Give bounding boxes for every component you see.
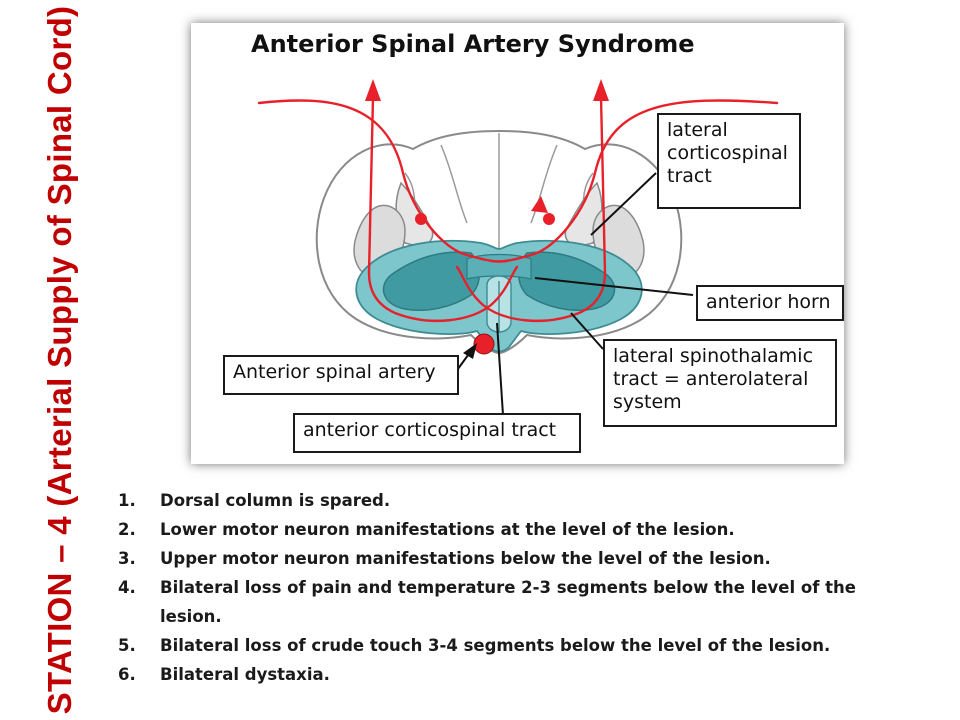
arrowhead-right-tract — [531, 196, 548, 213]
label-line: Anterior spinal artery — [233, 361, 436, 383]
diagram-figure: Anterior Spinal Artery Syndrome lateral … — [191, 23, 844, 464]
list-item: 1. Dorsal column is spared. — [118, 486, 908, 515]
label-anterior-horn: anterior horn — [696, 285, 844, 321]
item-text: Bilateral dystaxia. — [160, 665, 330, 684]
spinal-cord-diagram — [257, 79, 779, 416]
label-line: system — [613, 391, 682, 413]
station-title: STATION – 4 (Arterial Supply of Spinal C… — [41, 5, 78, 715]
item-number: 2. — [118, 520, 136, 539]
list-item: 4. Bilateral loss of pain and temperature… — [118, 573, 908, 631]
neuron-left — [415, 213, 427, 225]
item-number: 3. — [118, 549, 136, 568]
list-item: 5. Bilateral loss of crude touch 3-4 segm… — [118, 631, 908, 660]
list-item: 3. Upper motor neuron manifestations belo… — [118, 544, 908, 573]
item-number: 6. — [118, 665, 136, 684]
label-line: lateral spinothalamic — [613, 345, 814, 367]
neuron-right — [543, 213, 555, 225]
label-line: tract — [667, 165, 712, 187]
anterior-spinal-artery-dot — [473, 333, 495, 355]
item-text: Dorsal column is spared. — [160, 491, 391, 510]
artery-pointer-arrowhead — [463, 343, 477, 359]
corticospinal-pathways — [257, 95, 779, 323]
item-text: Lower motor neuron manifestations at the… — [160, 520, 735, 539]
list-item: 6. Bilateral dystaxia. — [118, 660, 908, 689]
label-line: tract = anterolateral — [613, 368, 809, 390]
arrowhead-up-left — [365, 79, 381, 101]
findings-list: 1. Dorsal column is spared. 2. Lower motor… — [118, 486, 908, 689]
label-pointers — [496, 172, 694, 416]
label-lateral-spinothalamic-tract: lateral spinothalamic tract = anterolate… — [603, 339, 837, 427]
label-line: lateral — [667, 119, 728, 141]
item-text: Upper motor neuron manifestations below … — [160, 549, 771, 568]
item-number: 4. — [118, 578, 136, 597]
label-line: anterior corticospinal tract — [303, 419, 557, 441]
anterior-horn-left — [382, 251, 480, 311]
list-item: 2. Lower motor neuron manifestations at t… — [118, 515, 908, 544]
label-anterior-corticospinal-tract: anterior corticospinal tract — [293, 413, 581, 453]
item-number: 1. — [118, 491, 136, 510]
item-text: Bilateral loss of pain and temperature 2… — [160, 578, 856, 626]
label-line: anterior horn — [706, 291, 831, 313]
diagram-title: Anterior Spinal Artery Syndrome — [251, 30, 695, 58]
dorsal-column-border-left — [440, 144, 468, 224]
item-text: Bilateral loss of crude touch 3-4 segmen… — [160, 636, 831, 655]
gray-commissure — [466, 253, 532, 280]
label-anterior-spinal-artery: Anterior spinal artery — [223, 355, 459, 395]
label-lateral-corticospinal-tract: lateral corticospinal tract — [657, 113, 801, 209]
arrowhead-up-right — [593, 79, 609, 101]
label-line: corticospinal — [667, 142, 788, 164]
dorsal-column-border-right — [530, 144, 558, 224]
item-number: 5. — [118, 636, 136, 655]
